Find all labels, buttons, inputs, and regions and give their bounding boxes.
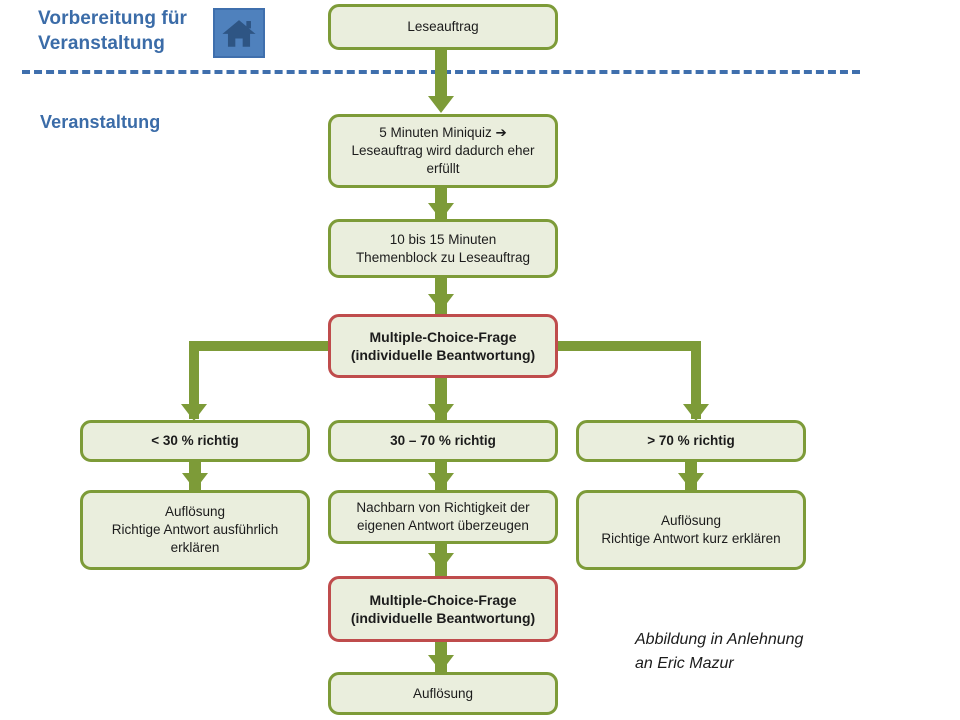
arrowhead-mid30-70 xyxy=(428,404,454,421)
node-multiple-choice-frage-2[interactable]: Multiple-Choice-Frage (individuelle Bean… xyxy=(328,576,558,642)
connector-mc1-right-horizontal xyxy=(553,341,701,351)
connector-mc1-left-horizontal xyxy=(189,341,339,351)
connector-mc1-left-vertical xyxy=(189,341,199,419)
connector-mc1-right-vertical xyxy=(691,341,701,419)
node-result-lt30[interactable]: < 30 % richtig xyxy=(80,420,310,462)
arrowhead-lt30 xyxy=(181,404,207,421)
arrowhead-gt70 xyxy=(683,404,709,421)
node-miniquiz[interactable]: 5 Minuten Miniquiz ➔ Leseauftrag wird da… xyxy=(328,114,558,188)
node-aufloesung-kurz[interactable]: Auflösung Richtige Antwort kurz erklären xyxy=(576,490,806,570)
home-icon xyxy=(213,8,265,58)
section-title-preparation: Vorbereitung für Veranstaltung xyxy=(38,8,188,54)
connector-leseauftrag-miniquiz xyxy=(435,50,447,102)
arrowhead-nachbarn xyxy=(428,473,454,490)
arrowhead-miniquiz xyxy=(428,96,454,113)
node-multiple-choice-frage-1[interactable]: Multiple-Choice-Frage (individuelle Bean… xyxy=(328,314,558,378)
node-leseauftrag[interactable]: Leseauftrag xyxy=(328,4,558,50)
node-aufloesung-final[interactable]: Auflösung xyxy=(328,672,558,715)
node-aufloesung-ausfuehrlich[interactable]: Auflösung Richtige Antwort ausführlich e… xyxy=(80,490,310,570)
node-themenblock[interactable]: 10 bis 15 Minuten Themenblock zu Leseauf… xyxy=(328,219,558,278)
arrowhead-mc1 xyxy=(428,294,454,311)
arrowhead-aufl-lang xyxy=(182,473,208,490)
arrowhead-mc2 xyxy=(428,553,454,570)
node-result-30-70[interactable]: 30 – 70 % richtig xyxy=(328,420,558,462)
arrowhead-aufloesung xyxy=(428,655,454,672)
figure-credit: Abbildung in Anlehnung an Eric Mazur xyxy=(635,631,804,672)
arrowhead-themenblock xyxy=(428,203,454,220)
arrowhead-aufl-kurz xyxy=(678,473,704,490)
section-title-event: Veranstaltung xyxy=(40,112,161,132)
node-nachbarn-ueberzeugen[interactable]: Nachbarn von Richtigkeit der eigenen Ant… xyxy=(328,490,558,544)
node-result-gt70[interactable]: > 70 % richtig xyxy=(576,420,806,462)
